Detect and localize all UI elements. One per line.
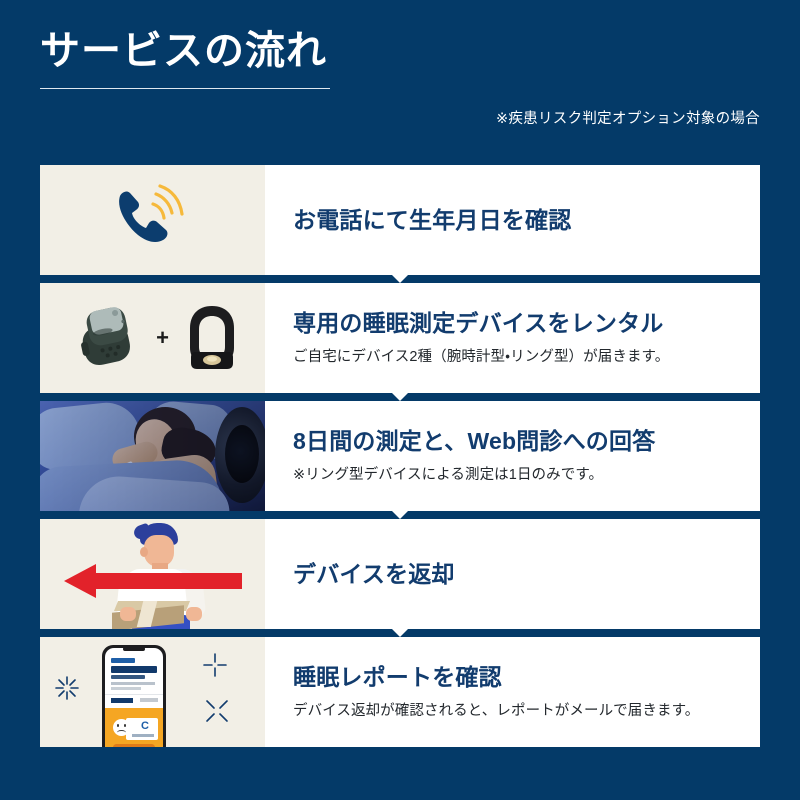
chevron-down-icon: [383, 384, 417, 401]
step-3-media: [40, 401, 265, 511]
service-flow-steps: お電話にて生年月日を確認: [40, 165, 760, 747]
ring-device-icon: [189, 306, 234, 369]
step-4-media: [40, 519, 265, 629]
step-1-media: [40, 165, 265, 275]
page-title: サービスの流れ: [40, 29, 327, 73]
sparkle-burst-icon: [55, 676, 79, 700]
sad-face-icon: [113, 719, 130, 736]
sleep-devices-image: +: [40, 298, 265, 378]
step-5-desc: デバイス返却が確認されると、レポートがメールで届きます。: [293, 702, 700, 719]
step-card-4: デバイスを返却: [40, 519, 760, 629]
title-underline: [40, 88, 330, 89]
step-card-2: + 専用の睡眠測定デバイスをレンタル ご自宅にデバイス2種（腕時計型・リング型）…: [40, 283, 760, 393]
report-screen: C: [105, 648, 163, 747]
step-2-body: 専用の睡眠測定デバイスをレンタル ご自宅にデバイス2種（腕時計型・リング型）が届…: [265, 283, 760, 393]
step-1-body: お電話にて生年月日を確認: [265, 165, 760, 275]
sparkle-plus-icon: [203, 653, 227, 677]
step-3-title: 8日間の測定と、Web問診への回答: [293, 427, 656, 454]
device-return-illustration: [40, 519, 265, 629]
step-2-title: 専用の睡眠測定デバイスをレンタル: [293, 309, 664, 336]
step-2-desc: ご自宅にデバイス2種（腕時計型・リング型）が届きます。: [293, 348, 670, 365]
step-3-desc: ※リング型デバイスによる測定は1日のみです。: [293, 466, 604, 483]
step-card-1: お電話にて生年月日を確認: [40, 165, 760, 275]
sleeping-woman-photo: [40, 401, 265, 511]
wrist-device-icon: [81, 307, 131, 365]
step-connector-1: [40, 266, 760, 283]
chevron-down-icon: [383, 266, 417, 283]
step-card-3: 8日間の測定と、Web問診への回答 ※リング型デバイスによる測定は1日のみです。: [40, 401, 760, 511]
step-connector-4: [40, 620, 760, 637]
bottom-strip: [0, 763, 800, 800]
step-4-title: デバイスを返却: [293, 560, 455, 587]
step-5-title: 睡眠レポートを確認: [293, 663, 502, 690]
step-connector-3: [40, 502, 760, 519]
chevron-down-icon: [383, 620, 417, 637]
step-1-title: お電話にて生年月日を確認: [293, 206, 572, 233]
chevron-down-icon: [383, 502, 417, 519]
phone-call-icon: [118, 184, 184, 243]
header-note: ※疾患リスク判定オプション対象の場合: [495, 111, 760, 127]
phone-mockup: C: [102, 645, 166, 747]
step-5-body: 睡眠レポートを確認 デバイス返却が確認されると、レポートがメールで届きます。: [265, 637, 760, 747]
report-grade: C: [141, 720, 149, 732]
return-arrow-icon: [94, 573, 242, 589]
step-5-media: C: [40, 637, 265, 747]
sleep-report-phone-illustration: C: [40, 637, 265, 747]
step-4-body: デバイスを返却: [265, 519, 760, 629]
sparkle-x-icon: [206, 700, 228, 722]
step-2-media: +: [40, 283, 265, 393]
plus-sign: +: [156, 325, 169, 350]
step-card-5: C 睡眠レポートを確認 デバイス返却が確認されると、レポートがメールで届きます。: [40, 637, 760, 747]
page-header: サービスの流れ: [0, 0, 800, 89]
step-connector-2: [40, 384, 760, 401]
step-3-body: 8日間の測定と、Web問診への回答 ※リング型デバイスによる測定は1日のみです。: [265, 401, 760, 511]
